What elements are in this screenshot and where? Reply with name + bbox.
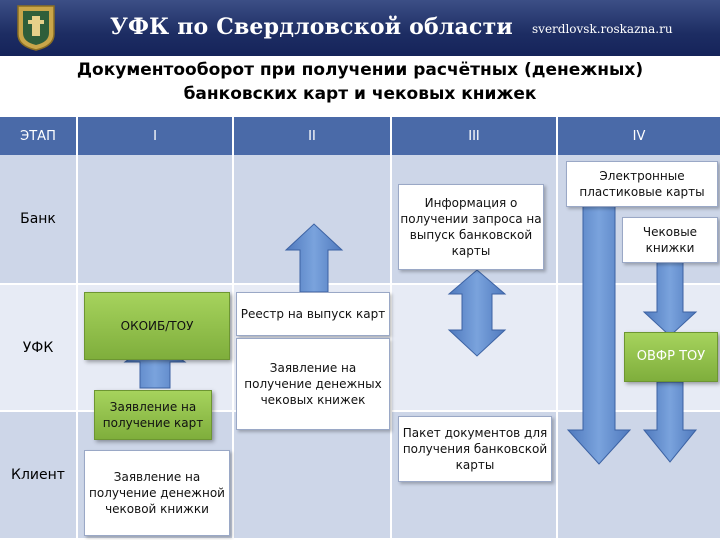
arrow-bank-client-double [447,269,507,357]
slide-title: Документооборот при получении расчётных … [76,60,644,104]
row-label-ufk-text: УФК [22,339,54,356]
column-header-iv: IV [558,117,720,155]
okoib-tou-box: ОКОИБ/ТОУ [84,292,230,360]
row-label-ufk: УФК [0,285,78,412]
cell [234,412,392,540]
info-request-box: Информация о получении запроса на выпуск… [398,184,544,270]
banner-title: УФК по Свердловской области [110,14,513,40]
banner-url[interactable]: sverdlovsk.roskazna.ru [532,22,673,36]
ovfr-tou-box: ОВФР ТОУ [624,332,718,382]
row-label-bank: Банк [0,155,78,285]
column-header-ii: II [234,117,392,155]
documents-package-box: Пакет документов для получения банковско… [398,416,552,482]
application-cheque-books-box: Заявление на получение денежных чековых … [236,338,390,430]
registry-box: Реестр на выпуск карт [236,292,390,336]
column-header-iii: III [392,117,558,155]
column-header-stage: ЭТАП [0,117,78,155]
row-label-client-text: Клиент [11,467,65,483]
cheque-books-box: Чековые книжки [622,217,718,263]
arrow-ufk-to-bank [284,223,344,293]
header-banner [0,0,720,56]
emblem-icon [17,5,55,51]
application-cheque-book-client-box: Заявление на получение денежной чековой … [84,450,230,536]
row-label-bank-text: Банк [20,211,56,227]
application-cards-box: Заявление на получение карт [94,390,212,440]
column-header-i: I [78,117,234,155]
plastic-cards-box: Электронные пластиковые карты [566,161,718,207]
arrow-cheque-to-ovfr [642,261,698,337]
row-label-client: Клиент [0,412,78,540]
arrow-ovfr-to-client [642,381,698,463]
cell [78,155,234,285]
arrow-cards-down [566,189,632,465]
